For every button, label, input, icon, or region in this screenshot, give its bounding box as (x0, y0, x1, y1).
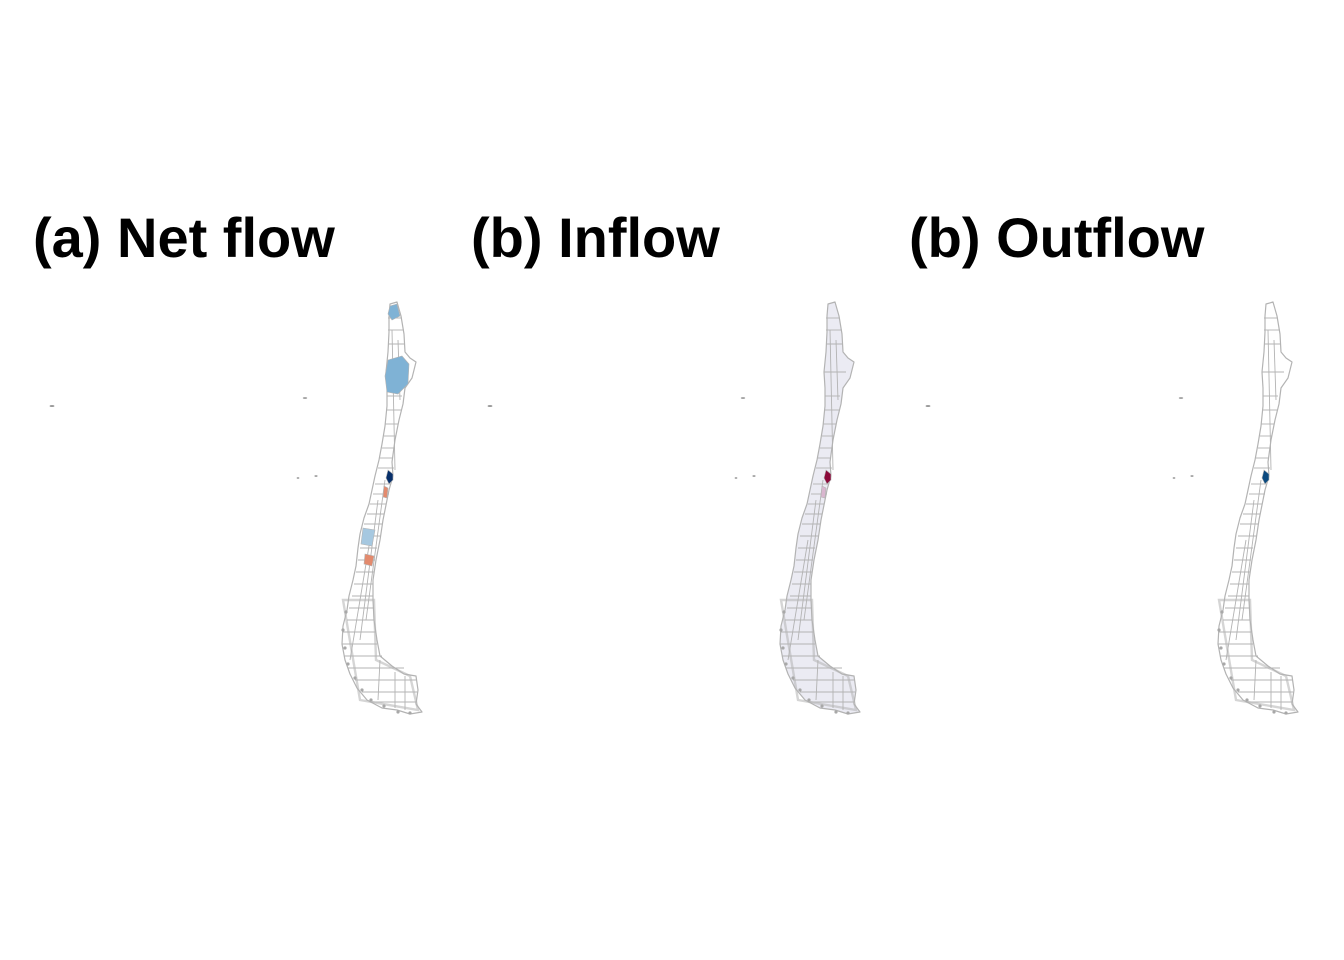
coastal-islet (834, 710, 838, 714)
coastal-islet (1220, 610, 1224, 614)
region-santiago-south (382, 485, 389, 499)
coastal-islet (1258, 704, 1262, 708)
offshore-island (1172, 477, 1176, 479)
region-tarapaca-north (387, 303, 401, 321)
offshore-island (740, 397, 746, 399)
offshore-island (314, 475, 318, 477)
offshore-island (487, 405, 493, 407)
commune-border (803, 479, 824, 621)
coastal-islet (1272, 710, 1276, 714)
coastal-islet (341, 628, 345, 632)
coastal-islet (784, 662, 788, 666)
commune-border (359, 499, 379, 641)
commune-border (391, 329, 396, 471)
coastal-islet (382, 704, 386, 708)
region-araucania (363, 553, 375, 567)
offshore-island (734, 477, 738, 479)
commune-border (1267, 329, 1272, 471)
commune-border (829, 329, 834, 471)
coastal-islet (1222, 662, 1226, 666)
offshore-island (296, 477, 300, 479)
coastal-islet (1236, 688, 1240, 692)
coastal-islet (1219, 646, 1223, 650)
coastal-islet (1284, 711, 1288, 715)
coastal-islet (1229, 676, 1233, 680)
panel-title: (b) Outflow (909, 206, 1205, 269)
commune-border (835, 339, 839, 401)
coastal-islet (396, 710, 400, 714)
offshore-island (49, 405, 55, 407)
region-antofagasta (384, 355, 410, 395)
commune-border (1273, 339, 1277, 401)
commune-border (1235, 499, 1255, 641)
chile-map (487, 301, 861, 715)
coastal-islet (791, 676, 795, 680)
panel-title: (a) Net flow (33, 206, 335, 269)
coastal-islet (343, 646, 347, 650)
coastal-islet (820, 704, 824, 708)
coastal-islet (360, 688, 364, 692)
commune-border (377, 659, 381, 701)
coastal-islet (408, 711, 412, 715)
offshore-island (1190, 475, 1194, 477)
region-santiago (823, 469, 832, 485)
map-panel-inflow: (b) Inflow (438, 0, 878, 960)
region-santiago-south (820, 485, 827, 499)
region-biobio (360, 527, 376, 547)
coastal-islet (781, 646, 785, 650)
coastal-islet (369, 698, 373, 702)
commune-border (815, 659, 819, 701)
coastal-islet (353, 676, 357, 680)
chile-map (49, 301, 423, 715)
offshore-island (752, 475, 756, 477)
coastal-islet (344, 610, 348, 614)
coastal-islet (846, 711, 850, 715)
coastal-islet (779, 628, 783, 632)
map-panel-net-flow: (a) Net flow (0, 0, 440, 960)
chile-map (925, 301, 1299, 715)
offshore-island (925, 405, 931, 407)
country-outline (1217, 301, 1299, 715)
coastal-islet (782, 610, 786, 614)
offshore-island (1178, 397, 1184, 399)
commune-border (365, 479, 386, 621)
map-panel-outflow: (b) Outflow (876, 0, 1316, 960)
commune-border (797, 499, 817, 641)
region-santiago (1261, 469, 1270, 485)
coastal-islet (1217, 628, 1221, 632)
coastal-islet (1245, 698, 1249, 702)
southern-fjord-borders (341, 598, 420, 712)
commune-border (1253, 659, 1257, 701)
country-outline (779, 301, 861, 715)
country-outline (341, 301, 423, 715)
commune-border (1241, 479, 1262, 621)
panel-title: (b) Inflow (471, 206, 720, 269)
offshore-island (302, 397, 308, 399)
coastal-islet (798, 688, 802, 692)
southern-fjord-borders (779, 598, 858, 712)
region-santiago (385, 469, 394, 485)
coastal-islet (346, 662, 350, 666)
coastal-islet (807, 698, 811, 702)
southern-fjord-borders (1217, 598, 1296, 712)
